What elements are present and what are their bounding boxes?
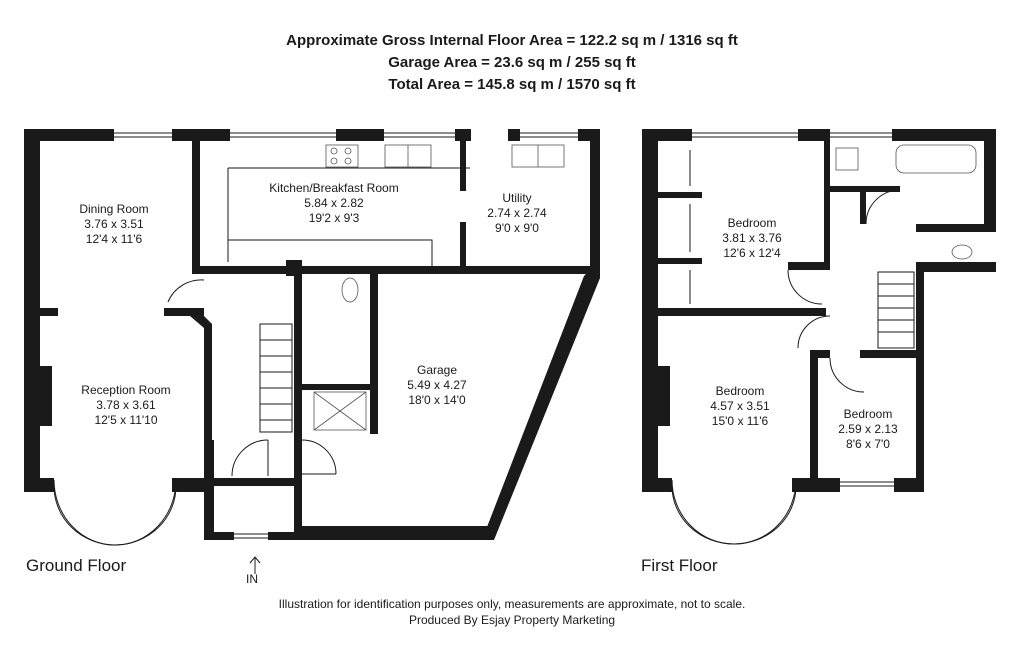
room-label-bedroom-2: Bedroom 4.57 x 3.51 15'0 x 11'6 [693,384,787,429]
wall-top-dining [24,129,114,141]
first-floor-plan [642,129,996,545]
room-imperial: 12'5 x 11'10 [94,413,158,427]
first-floor-title: First Floor [641,556,718,575]
wall-top-kitchen-right [455,129,471,141]
room-imperial: 12'6 x 12'4 [723,246,781,260]
ff-wall-left [642,129,658,491]
wall-right-utility [590,129,600,277]
room-imperial: 9'0 x 9'0 [495,221,539,235]
room-name: Dining Room [79,202,149,216]
ground-floor-plan [24,129,600,546]
gross-internal-area: Approximate Gross Internal Floor Area = … [286,32,738,49]
room-label-kitchen: Kitchen/Breakfast Room 5.84 x 2.82 19'2 … [250,181,418,226]
room-imperial: 19'2 x 9'3 [308,211,360,225]
room-metric: 5.49 x 4.27 [407,378,467,392]
room-metric: 2.59 x 2.13 [838,422,898,436]
room-label-bedroom-1: Bedroom 3.81 x 3.76 12'6 x 12'4 [705,216,799,261]
room-label-bedroom-3: Bedroom 2.59 x 2.13 8'6 x 7'0 [822,407,914,452]
room-label-garage: Garage 5.49 x 4.27 18'0 x 14'0 [390,363,484,408]
garage-area: Garage Area = 23.6 sq m / 255 sq ft [388,54,636,71]
room-metric: 3.81 x 3.76 [722,231,782,245]
room-imperial: 8'6 x 7'0 [846,437,890,451]
room-metric: 4.57 x 3.51 [710,399,770,413]
room-metric: 3.76 x 3.51 [84,217,144,231]
wall-dining-reception [24,308,58,316]
room-label-dining: Dining Room 3.76 x 3.51 12'4 x 11'6 [62,202,166,247]
room-imperial: 15'0 x 11'6 [711,414,769,428]
room-metric: 2.74 x 2.74 [487,206,547,220]
wall-top-kitchen [336,129,384,141]
footer-disclaimer: Illustration for identification purposes… [278,597,746,611]
room-label-utility: Utility 2.74 x 2.74 9'0 x 9'0 [470,191,564,236]
footer-producer: Produced By Esjay Property Marketing [408,613,616,627]
wall-kitchen-dining [192,141,200,272]
room-imperial: 12'4 x 11'6 [85,232,143,246]
room-imperial: 18'0 x 14'0 [408,393,466,407]
room-metric: 5.84 x 2.82 [304,196,364,210]
wall-top-dining-right [172,129,230,141]
room-name: Reception Room [81,383,171,397]
total-area: Total Area = 145.8 sq m / 1570 sq ft [388,76,636,93]
entrance-arrow-icon [249,556,261,574]
entrance-label: IN [246,572,258,586]
room-name: Kitchen/Breakfast Room [269,181,399,195]
room-name: Bedroom [843,407,893,421]
room-name: Bedroom [715,384,765,398]
room-name: Garage [416,363,458,377]
wall-kitchen-bottom [192,266,600,274]
wall-top-utility-left [508,129,520,141]
room-name: Utility [502,191,532,205]
room-metric: 3.78 x 3.61 [96,398,156,412]
ground-floor-title: Ground Floor [26,556,127,575]
room-label-reception: Reception Room 3.78 x 3.61 12'5 x 11'10 [66,383,186,428]
room-name: Bedroom [727,216,777,230]
